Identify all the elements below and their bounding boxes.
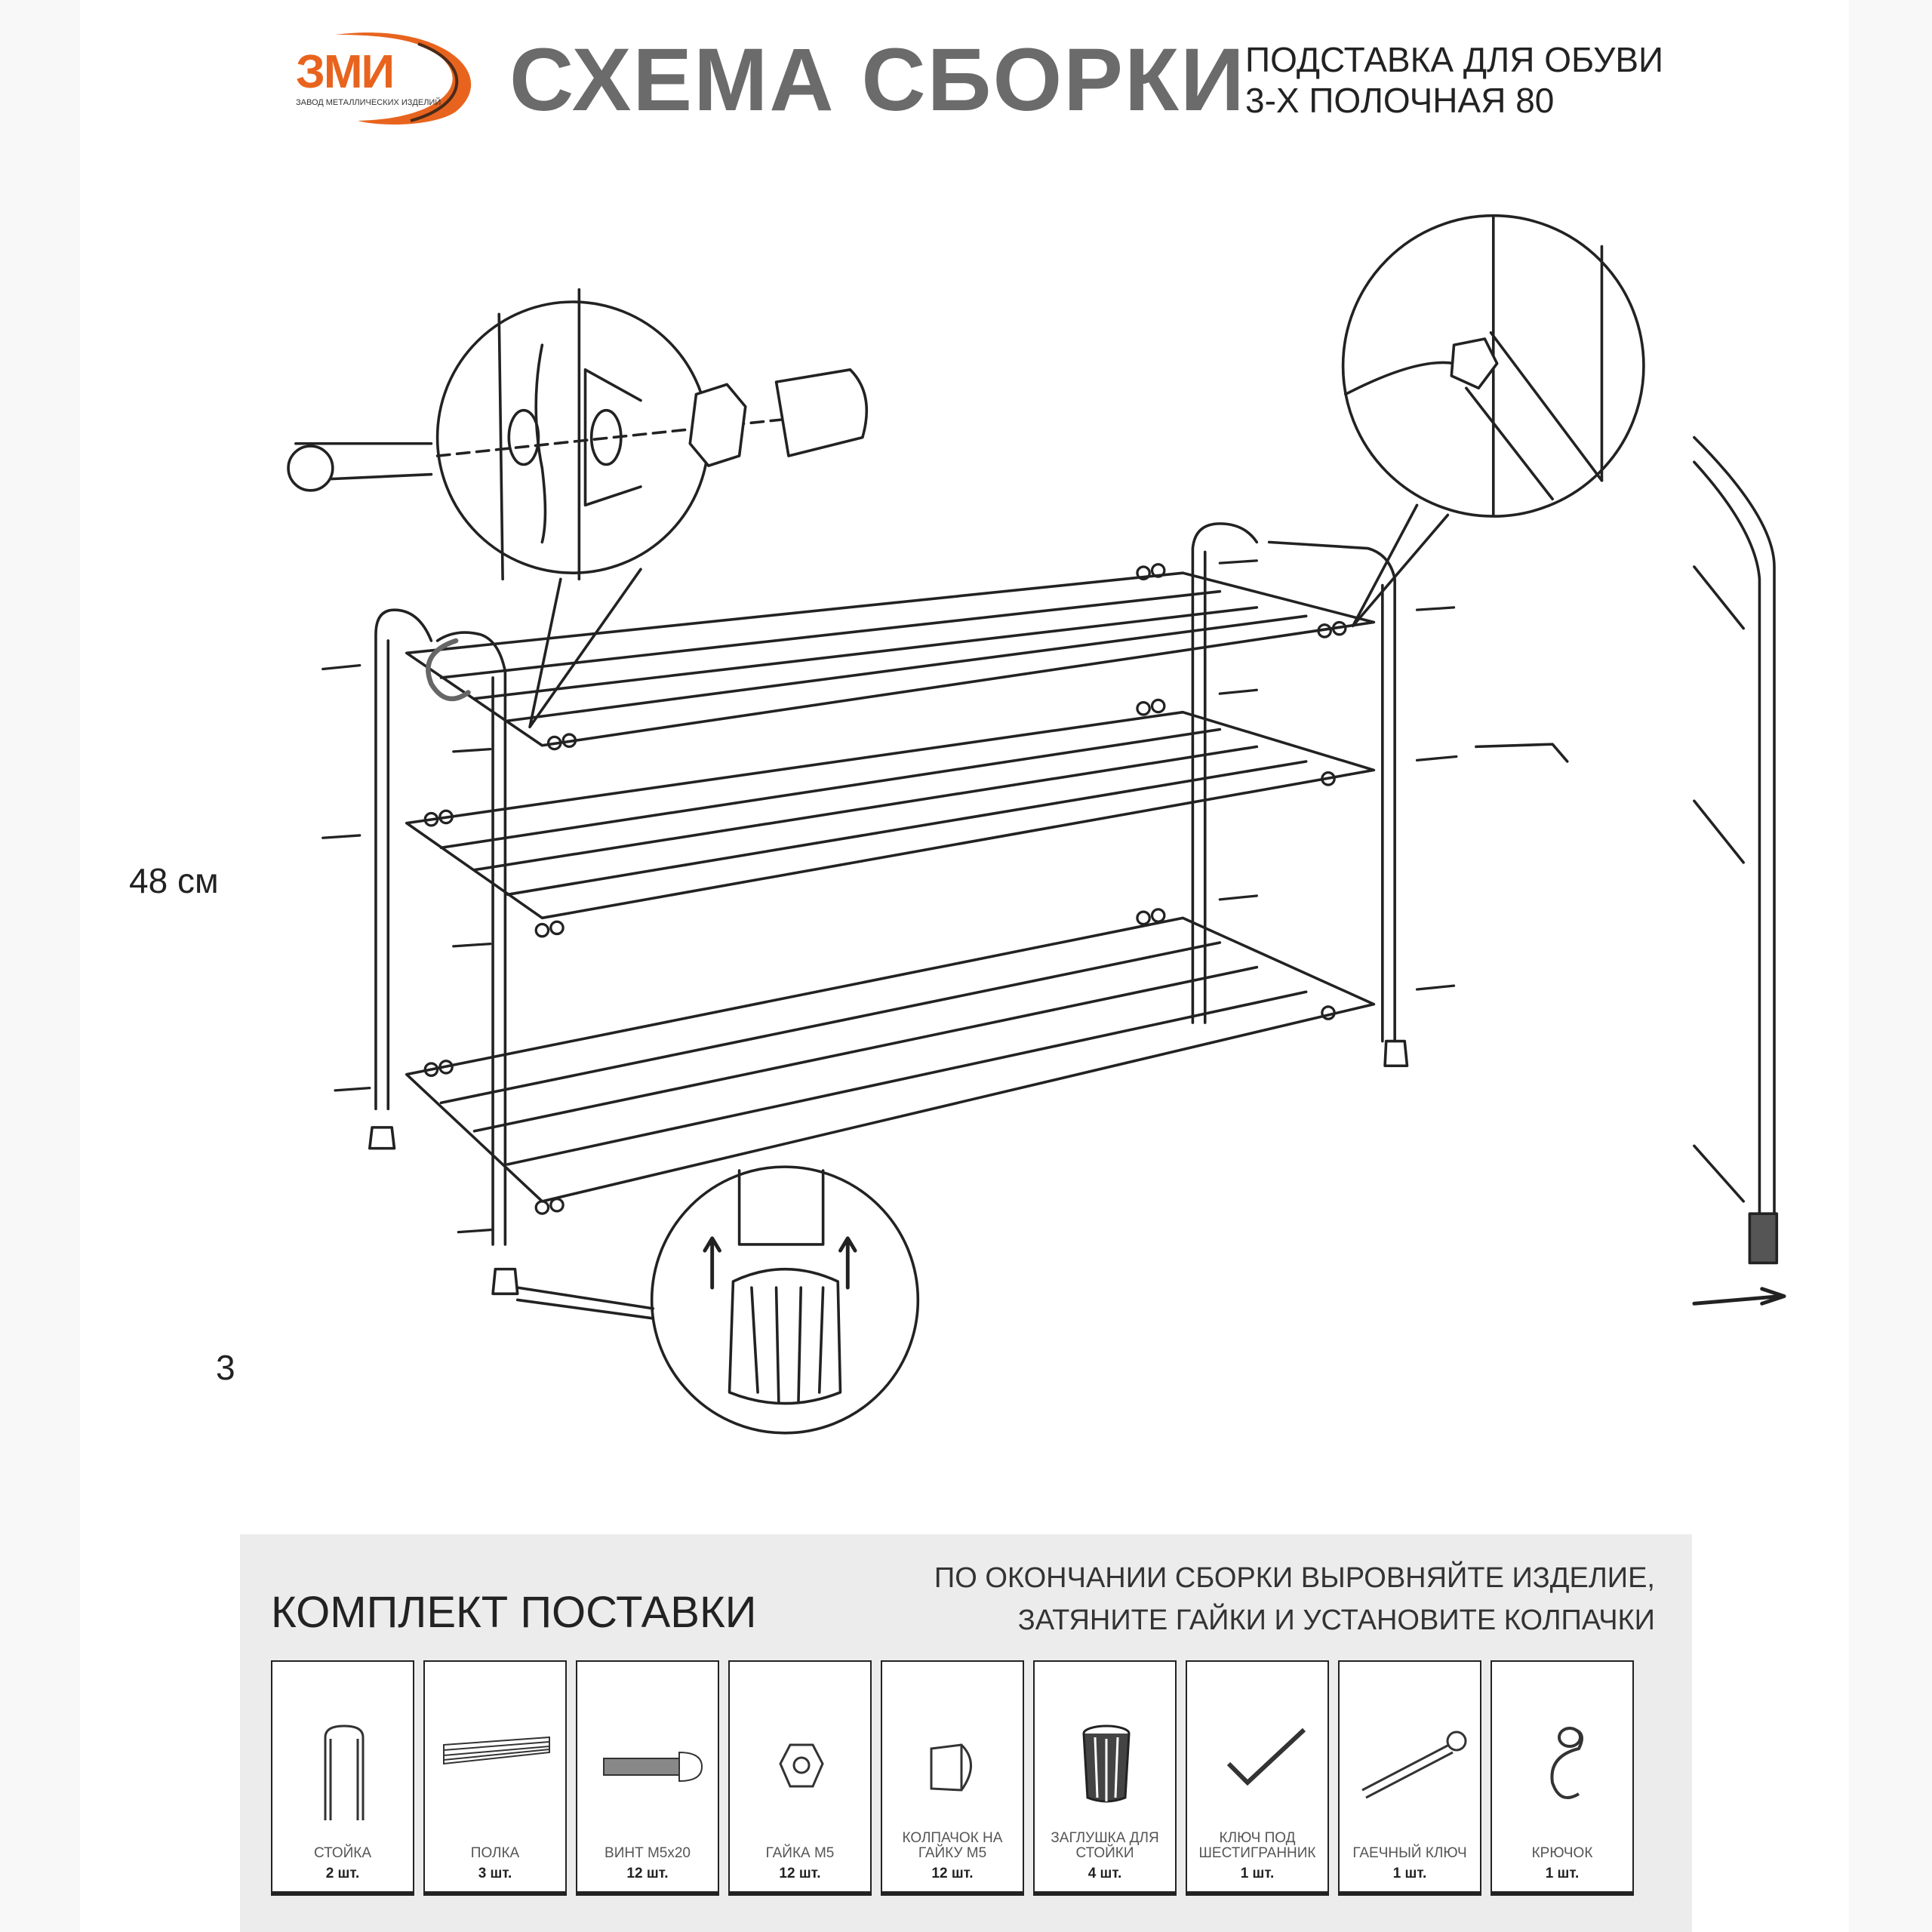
side-view-partial — [1692, 435, 1786, 1306]
detail-bolt-circle — [287, 288, 869, 729]
middle-shelf — [405, 710, 1376, 920]
kit-item-nut-cap: КОЛПАЧОК НА ГАЙКУ М5 12 шт. — [881, 1660, 1024, 1896]
kit-item-count: 3 шт. — [478, 1866, 512, 1881]
kit-item-hex-key: КЛЮЧ ПОД ШЕСТИГРАННИК 1 шт. — [1186, 1660, 1329, 1896]
bottom-shelf — [405, 916, 1376, 1203]
kit-item-label: ГАЕЧНЫЙ КЛЮЧ — [1352, 1845, 1467, 1861]
left-frame — [374, 608, 507, 1246]
leg-plug-icon — [1082, 1724, 1131, 1803]
brand-logo: ЗМИ ЗАВОД МЕТАЛЛИЧЕСКИХ ИЗДЕЛИЙ — [290, 29, 488, 125]
top-shelf — [405, 571, 1376, 747]
logo-subtext: ЗАВОД МЕТАЛЛИЧЕСКИХ ИЗДЕЛИЙ — [296, 98, 441, 107]
screw-icon — [603, 1751, 703, 1783]
kit-item-nut: ГАЙКА М5 12 шт. — [728, 1660, 872, 1896]
kit-item-count: 1 шт. — [1545, 1866, 1580, 1881]
logo-text: ЗМИ — [296, 46, 395, 98]
kit-item-frame: СТОЙКА 2 шт. — [271, 1660, 414, 1896]
kit-item-count: 4 шт. — [1088, 1866, 1122, 1881]
wrench-icon — [1361, 1730, 1467, 1799]
kit-item-shelf: ПОЛКА 3 шт. — [423, 1660, 567, 1896]
kit-item-count: 2 шт. — [325, 1866, 360, 1881]
depth-dimension-label: 3 — [216, 1348, 235, 1387]
detail-wrench-circle — [1341, 214, 1645, 628]
kit-item-hook: КРЮЧОК 1 шт. — [1491, 1660, 1634, 1896]
kit-item-wrench: ГАЕЧНЫЙ КЛЮЧ 1 шт. — [1338, 1660, 1481, 1896]
hex-key — [1475, 743, 1569, 763]
kit-item-label: КРЮЧОК — [1531, 1845, 1593, 1861]
hook-icon — [1550, 1727, 1583, 1799]
kit-item-count: 12 шт. — [779, 1866, 821, 1881]
kit-title: КОМПЛЕКТ ПОСТАВКИ — [271, 1588, 757, 1637]
kit-item-count: 1 шт. — [1240, 1866, 1275, 1881]
product-subtitle: ПОДСТАВКА ДЛЯ ОБУВИ 3-Х ПОЛОЧНАЯ 80 — [1245, 39, 1663, 121]
kit-item-screw: ВИНТ М5х20 12 шт. — [576, 1660, 719, 1896]
frame-icon — [324, 1724, 365, 1820]
kit-panel: КОМПЛЕКТ ПОСТАВКИ ПО ОКОНЧАНИИ СБОРКИ ВЫ… — [240, 1534, 1692, 1932]
note-line-2: ЗАТЯНИТЕ ГАЙКИ И УСТАНОВИТЕ КОЛПАЧКИ — [1017, 1604, 1655, 1636]
screws — [321, 559, 1458, 1234]
kit-item-label: КОЛПАЧОК НА ГАЙКУ М5 — [902, 1830, 1003, 1861]
hex-key-icon — [1226, 1727, 1306, 1786]
kit-item-label: СТОЙКА — [313, 1845, 372, 1861]
shelf-icon — [443, 1736, 550, 1765]
kit-item-label: ГАЙКА М5 — [765, 1845, 835, 1861]
height-dimension-label: 48 см — [129, 861, 219, 900]
kit-item-count: 12 шт. — [626, 1866, 669, 1881]
kit-item-leg-plug: ЗАГЛУШКА ДЛЯ СТОЙКИ 4 шт. — [1033, 1660, 1177, 1896]
kit-item-label: КЛЮЧ ПОД ШЕСТИГРАННИК — [1198, 1830, 1316, 1861]
hook — [426, 638, 471, 702]
page-title: СХЕМА СБОРКИ — [509, 30, 1246, 130]
foot — [368, 1039, 1409, 1296]
nut-icon — [779, 1743, 824, 1788]
note-line-1: ПО ОКОНЧАНИИ СБОРКИ ВЫРОВНЯЙТЕ ИЗДЕЛИЕ, — [934, 1562, 1655, 1594]
kit-item-count: 1 шт. — [1392, 1866, 1427, 1881]
nut-cap-icon — [930, 1743, 972, 1792]
detail-foot-circle — [515, 1165, 920, 1435]
kit-items: СТОЙКА 2 шт. ПОЛКА 3 шт. ВИНТ М5х20 12 ш… — [271, 1660, 1634, 1896]
kit-item-label: ЗАГЛУШКА ДЛЯ СТОЙКИ — [1051, 1830, 1159, 1861]
kit-item-count: 12 шт. — [931, 1866, 974, 1881]
subtitle-line-1: ПОДСТАВКА ДЛЯ ОБУВИ — [1245, 40, 1664, 79]
assembly-note: ПО ОКОНЧАНИИ СБОРКИ ВЫРОВНЯЙТЕ ИЗДЕЛИЕ, … — [934, 1557, 1655, 1641]
kit-item-label: ВИНТ М5х20 — [605, 1845, 691, 1861]
kit-item-label: ПОЛКА — [470, 1845, 520, 1861]
logo-swoosh-icon — [335, 32, 472, 125]
subtitle-line-2: 3-Х ПОЛОЧНАЯ 80 — [1245, 81, 1555, 120]
